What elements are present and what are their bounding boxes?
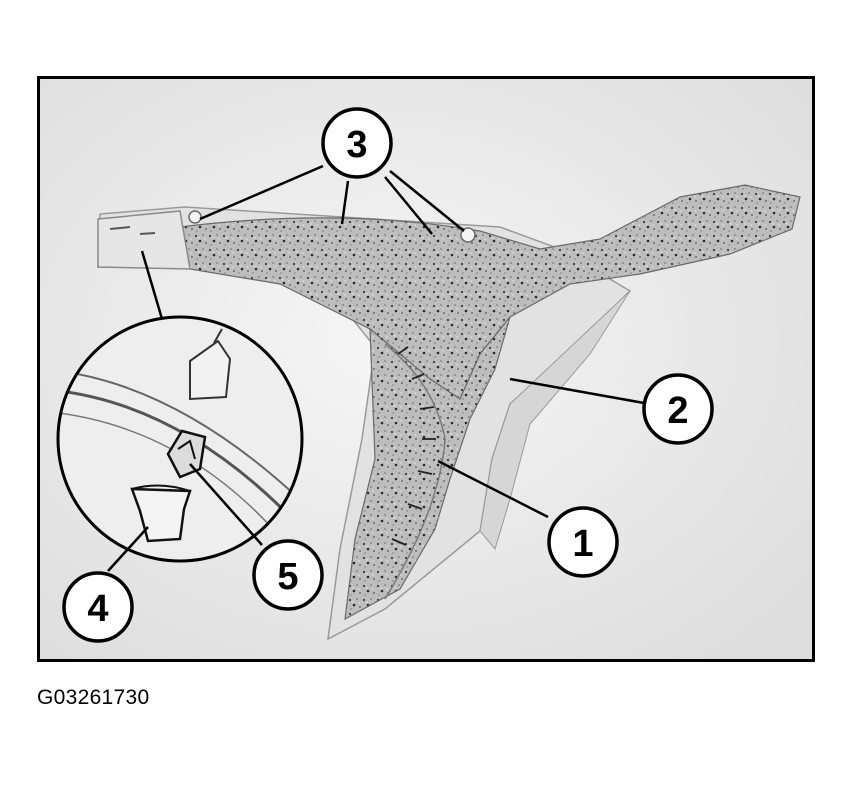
svg-text:2: 2 [667,390,688,432]
callout-2-leader [509,377,645,405]
callout-3: 3 [321,107,393,179]
svg-text:4: 4 [87,588,108,630]
inset-leader [140,250,164,320]
foam-seam [384,343,446,600]
callout-2: 2 [642,373,714,445]
figure-code: G03261730 [37,686,150,709]
callout-4: 4 [62,571,134,643]
callout-1: 1 [547,506,619,578]
svg-text:3: 3 [346,124,367,166]
callout-5-leader [189,463,263,546]
callout-3-leaders [199,164,465,235]
diagram-frame: 3 2 1 5 4 [37,76,815,662]
svg-text:5: 5 [277,556,298,598]
trim-panel-diagram: 3 2 1 5 4 [40,79,812,659]
svg-text:1: 1 [572,523,593,565]
mounting-eyelets [188,210,476,243]
callout-1-leader [437,459,549,519]
callout-5: 5 [252,539,324,611]
detail-inset [56,315,304,563]
seam-stitching [391,346,436,546]
callout-4-leader [107,526,149,572]
bracket-marks [109,226,156,235]
left-end-bracket [97,210,191,270]
foam-lower-section [344,316,511,621]
